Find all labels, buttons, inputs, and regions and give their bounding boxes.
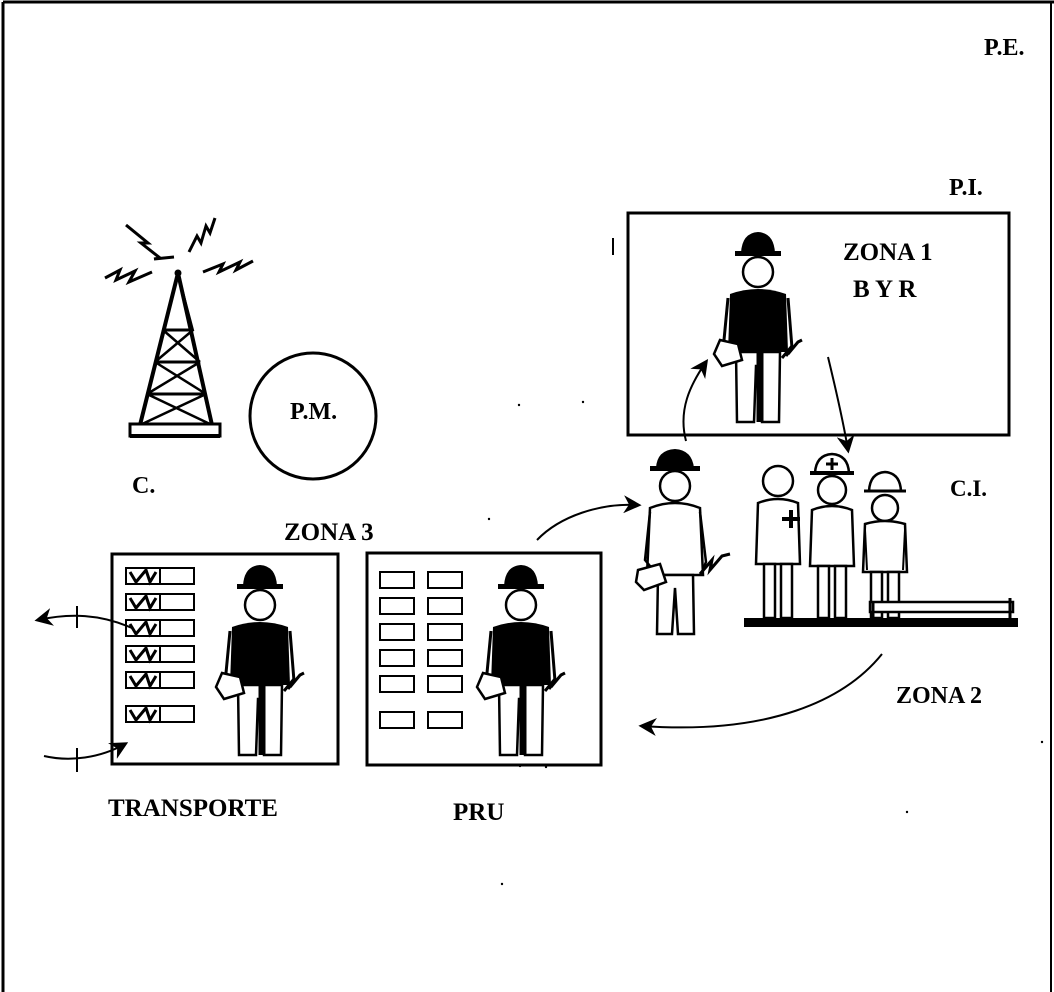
ci-rescuer-figure xyxy=(808,452,856,620)
arrow-zona1-to-ci xyxy=(827,356,855,454)
zona1-label: ZONA 1 xyxy=(843,239,933,266)
coordinator-worker-figure xyxy=(634,449,731,636)
flow-arrows xyxy=(34,356,883,772)
zona1-byr-label: B Y R xyxy=(853,276,917,303)
zona3-label: ZONA 3 xyxy=(284,519,374,546)
ci-label: C.I. xyxy=(950,476,988,501)
ci-medic-figure xyxy=(754,464,802,620)
transporte-slots-grid xyxy=(125,566,195,724)
ci-worker-figure xyxy=(861,470,909,620)
pm-label: P.M. xyxy=(290,399,338,425)
arrow-transporte-in xyxy=(43,742,129,760)
scan-specks xyxy=(487,400,1044,886)
arrow-zona3-to-coordinator xyxy=(536,495,642,541)
arrow-transporte-out xyxy=(34,608,133,629)
arrow-to-zona1 xyxy=(682,359,709,442)
stretcher-platform xyxy=(744,598,1018,627)
c-label: C. xyxy=(132,473,156,499)
pi-label: P.I. xyxy=(949,175,983,201)
arrow-zona2-to-pru xyxy=(638,653,883,736)
radio-tower-icon xyxy=(104,217,254,438)
zona1-box xyxy=(626,211,1011,437)
pm-circle xyxy=(248,351,378,481)
zona2-label: ZONA 2 xyxy=(896,683,983,709)
pru-label: PRU xyxy=(453,799,505,826)
transporte-label: TRANSPORTE xyxy=(108,795,278,822)
pe-label: P.E. xyxy=(984,35,1025,61)
